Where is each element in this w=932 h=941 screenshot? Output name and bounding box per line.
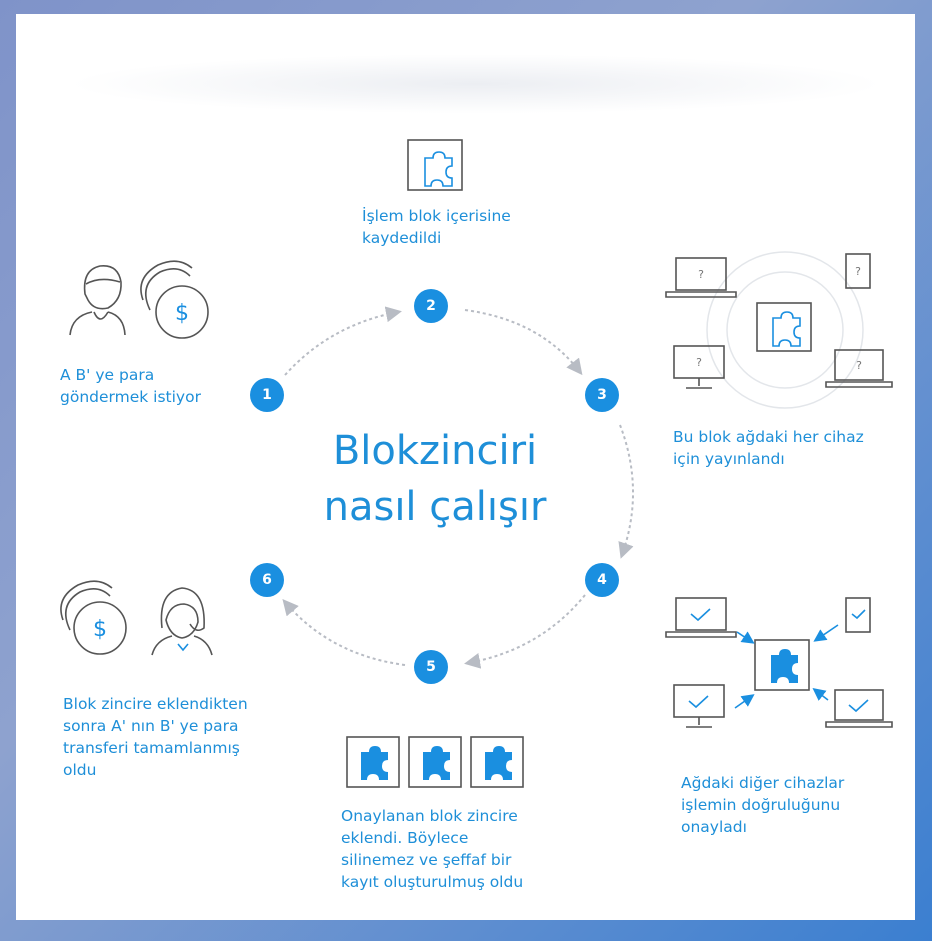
step-5-caption: Onaylanan blok zincire eklendi. Böylece … <box>341 807 524 891</box>
coins-dollar-icon-2 <box>60 580 127 655</box>
block-puzzle-icon <box>407 139 463 191</box>
arrow-1-to-2 <box>284 306 402 376</box>
step-badge-2: 2 <box>414 289 448 323</box>
step-badge-3: 3 <box>585 378 619 412</box>
coin-dollar-sign-2: $ <box>93 617 107 642</box>
header-blur <box>66 54 886 114</box>
laptop-check-icon-2 <box>825 689 893 728</box>
phone-question-icon <box>845 253 871 289</box>
person-male-icon <box>69 265 126 336</box>
chain-block-1 <box>346 736 400 788</box>
step-badge-1: 1 <box>250 378 284 412</box>
diagram-title: Blokzinciri nasıl çalışır <box>323 428 547 530</box>
laptop-question-icon <box>665 257 737 298</box>
person-female-icon <box>151 587 213 656</box>
monitor-question-icon <box>673 345 725 389</box>
step-6-caption: Blok zincire eklendikten sonra A' nın B'… <box>63 695 248 779</box>
step-badge-4: 4 <box>585 563 619 597</box>
arrow-2-to-3 <box>464 309 583 376</box>
step-badge-5: 5 <box>414 650 448 684</box>
question-mark-monitor: ? <box>696 356 702 369</box>
diagram-panel <box>16 14 915 920</box>
coin-dollar-sign: $ <box>175 301 189 326</box>
arrow-4-to-5 <box>464 594 586 669</box>
step-1-caption: A B' ye para göndermek istiyor <box>60 366 201 406</box>
step-2-caption: İşlem blok içerisine kaydedildi <box>362 207 511 247</box>
laptop-check-icon <box>665 597 737 638</box>
monitor-check-icon <box>673 684 725 728</box>
step-3-caption: Bu blok ağdaki her cihaz için yayınlandı <box>673 428 864 468</box>
verification-network <box>665 597 893 728</box>
arrow-3-to-4 <box>618 424 634 559</box>
question-mark-laptop: ? <box>698 268 704 281</box>
broadcast-network <box>665 251 893 409</box>
phone-check-icon <box>845 597 871 633</box>
step-4-caption: Ağdaki diğer cihazlar işlemin doğruluğun… <box>681 774 845 836</box>
block-chain-icons <box>346 736 524 788</box>
chain-block-3 <box>470 736 524 788</box>
step-badge-6: 6 <box>250 563 284 597</box>
laptop-question-icon-2 <box>825 349 893 388</box>
coins-dollar-icon <box>140 260 209 339</box>
chain-block-2 <box>408 736 462 788</box>
question-mark-phone: ? <box>855 265 861 278</box>
arrow-5-to-6 <box>282 598 406 666</box>
question-mark-laptop-2: ? <box>856 359 862 372</box>
cycle-arrows <box>282 306 634 669</box>
